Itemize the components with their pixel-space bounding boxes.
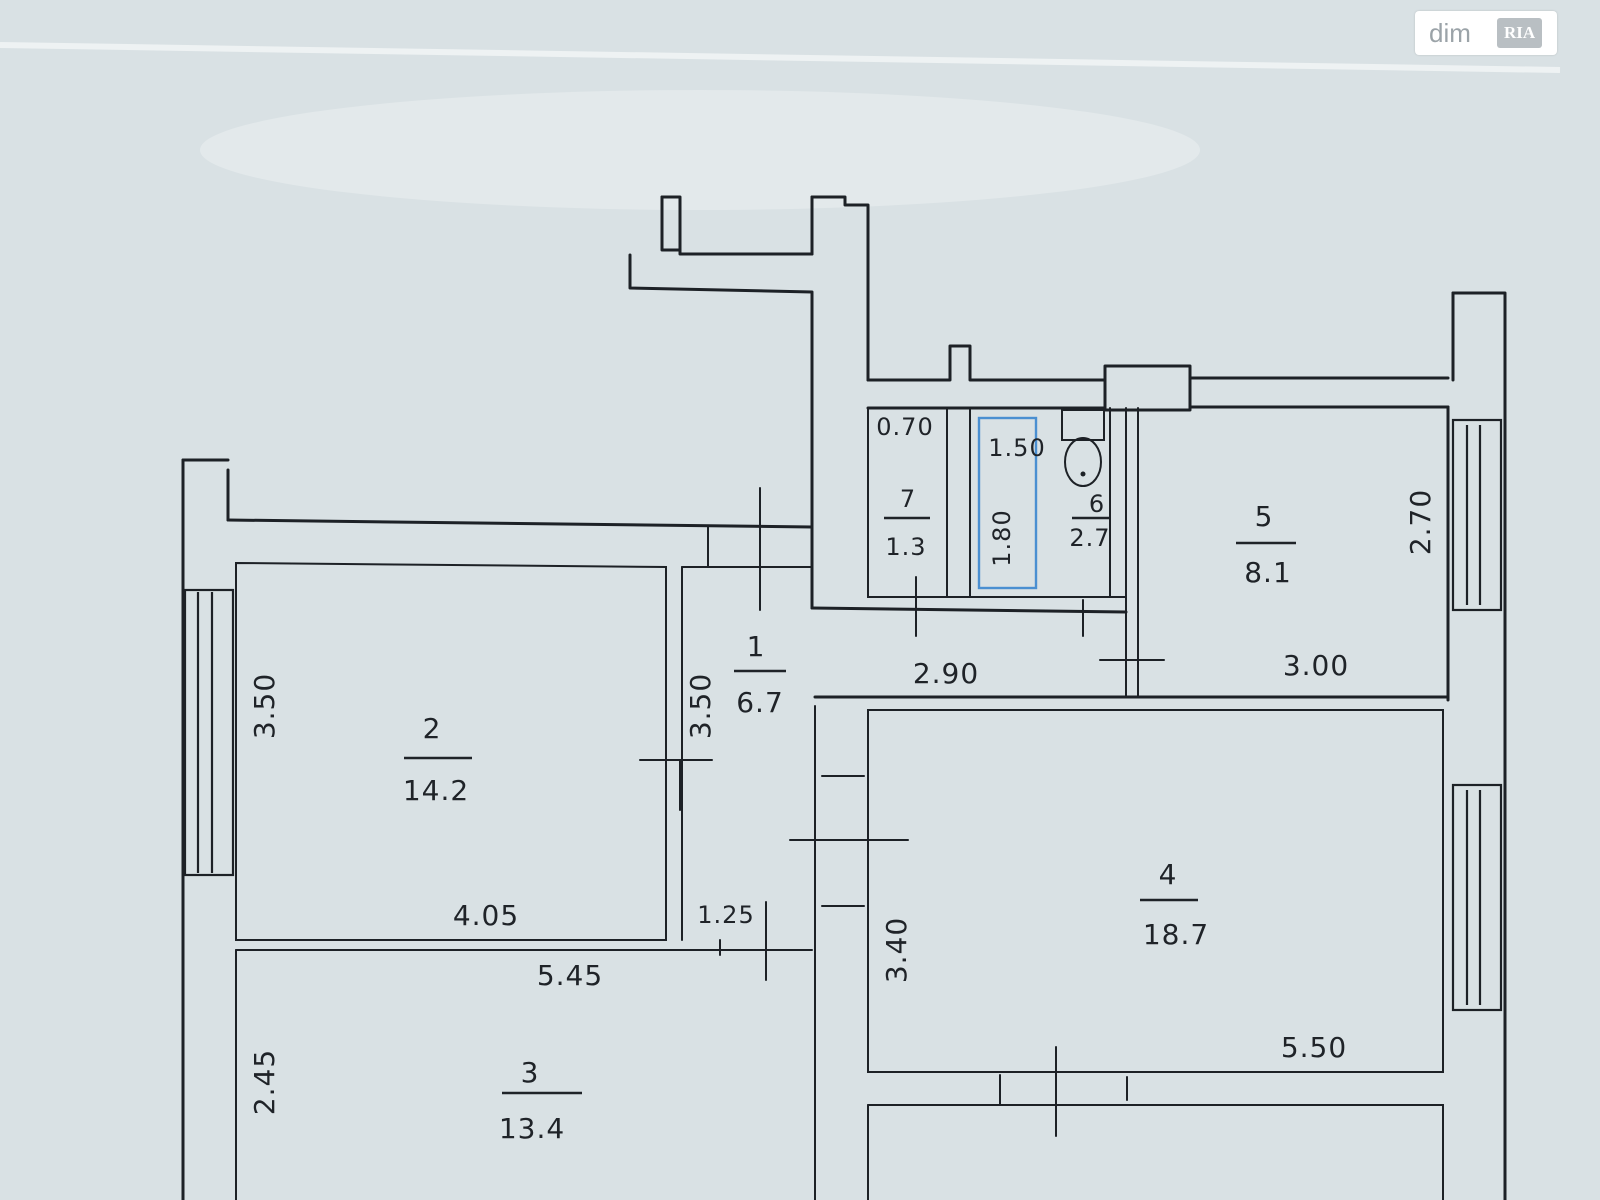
walls bbox=[181, 195, 1507, 1200]
toilet-icon bbox=[1061, 409, 1105, 487]
dim-room7-width: 0.70 bbox=[876, 413, 933, 441]
room-labels: 1 6.7 2 14.2 3 13.4 4 18.7 5 8.1 6 2.7 7… bbox=[403, 485, 1296, 1145]
room-7-number: 7 bbox=[900, 485, 916, 513]
room-5-number: 5 bbox=[1255, 500, 1274, 533]
dim-room2-width: 4.05 bbox=[453, 899, 519, 932]
room-3-number: 3 bbox=[521, 1056, 540, 1089]
dim-room3-height: 2.45 bbox=[248, 1049, 281, 1115]
room-1-number: 1 bbox=[747, 630, 766, 663]
room-2-number: 2 bbox=[423, 712, 442, 745]
windows bbox=[183, 418, 1503, 1012]
room-4-area: 18.7 bbox=[1143, 918, 1209, 951]
watermark-brand-mark: RIA bbox=[1497, 18, 1543, 48]
room-6-number: 6 bbox=[1089, 490, 1105, 518]
watermark-brand: dim bbox=[1429, 17, 1471, 48]
dim-room1-height: 3.50 bbox=[684, 673, 717, 739]
room-1-area: 6.7 bbox=[736, 686, 784, 719]
dim-corridor-length: 2.90 bbox=[913, 657, 979, 690]
room-5-area: 8.1 bbox=[1244, 556, 1292, 589]
dim-room3-width: 5.45 bbox=[537, 959, 603, 992]
room-2-area: 14.2 bbox=[403, 774, 469, 807]
dim-bath-length: 1.80 bbox=[988, 509, 1016, 566]
bathtub-outline bbox=[977, 416, 1038, 590]
dim-room4-width: 5.50 bbox=[1281, 1031, 1347, 1064]
dim-room5-width: 3.00 bbox=[1283, 649, 1349, 682]
room-7-area: 1.3 bbox=[885, 533, 926, 561]
dim-room2-height: 3.50 bbox=[248, 673, 281, 739]
dimension-labels: 3.50 4.05 3.50 1.25 5.45 2.45 2.90 3.00 … bbox=[248, 413, 1437, 1115]
dim-bath-width: 1.50 bbox=[988, 434, 1045, 462]
room-6-area: 2.7 bbox=[1069, 524, 1110, 552]
dim-corridor-width: 1.25 bbox=[697, 901, 754, 929]
dim-ria-watermark: dim RIA bbox=[1415, 11, 1557, 55]
dim-room4-height: 3.40 bbox=[880, 917, 913, 983]
room-3-area: 13.4 bbox=[499, 1112, 565, 1145]
dim-room5-height: 2.70 bbox=[1404, 489, 1437, 555]
room-4-number: 4 bbox=[1159, 858, 1178, 891]
